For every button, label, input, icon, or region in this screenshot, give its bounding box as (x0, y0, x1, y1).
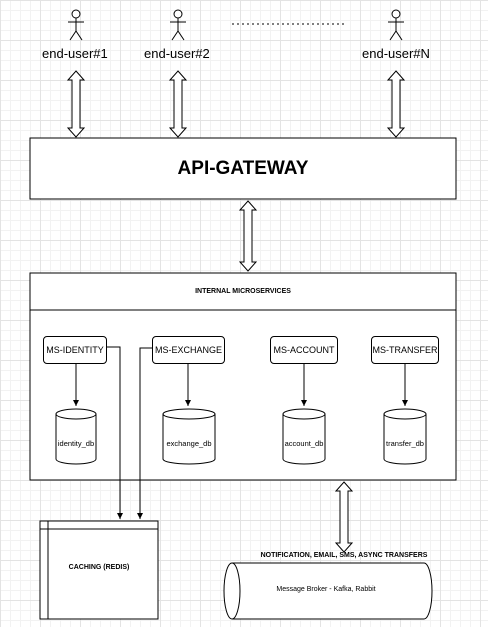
end-user-2-label: end-user#2 (144, 46, 210, 61)
exchange-db-cylinder (162, 408, 216, 465)
internal-microservices-title: INTERNAL MICROSERVICES (195, 288, 291, 295)
notification-label: NOTIFICATION, EMAIL, SMS, ASYNC TRANSFER… (260, 552, 428, 559)
exchange-cache-connector (137, 347, 152, 519)
gateway-internal-arrow (238, 200, 258, 272)
end-user-n-label: end-user#N (362, 46, 430, 61)
caching-label: CACHING (REDIS) (68, 564, 130, 571)
identity-db-label: identity_db (57, 439, 95, 448)
end-user-2-icon (170, 9, 186, 41)
api-gateway-box (29, 137, 457, 200)
end-user-1-label: end-user#1 (42, 46, 108, 61)
ms-exchange-box: MS-EXCHANGE (152, 336, 225, 364)
account-db-label: account_db (284, 439, 324, 448)
account-db-cylinder (282, 408, 326, 465)
end-user-1-icon (68, 9, 84, 41)
identity-cache-connector (106, 346, 123, 519)
message-broker-cylinder (223, 562, 433, 620)
exchange-db-label: exchange_db (166, 439, 212, 448)
message-broker-label: Message Broker - Kafka, Rabbit (276, 586, 376, 593)
user-n-gateway-arrow (386, 70, 406, 138)
ms-identity-box: MS-IDENTITY (43, 336, 107, 364)
internal-broker-arrow (334, 481, 354, 553)
user-2-gateway-arrow (168, 70, 188, 138)
transfer-db-cylinder (383, 408, 427, 465)
ms-transfer-box: MS-TRANSFER (371, 336, 439, 364)
api-gateway-title: API-GATEWAY (177, 158, 309, 179)
transfer-db-label: transfer_db (386, 439, 424, 448)
ms-account-box: MS-ACCOUNT (270, 336, 338, 364)
user-1-gateway-arrow (66, 70, 86, 138)
caching-box (39, 520, 159, 620)
identity-db-cylinder (55, 408, 97, 465)
end-user-n-icon (388, 9, 404, 41)
